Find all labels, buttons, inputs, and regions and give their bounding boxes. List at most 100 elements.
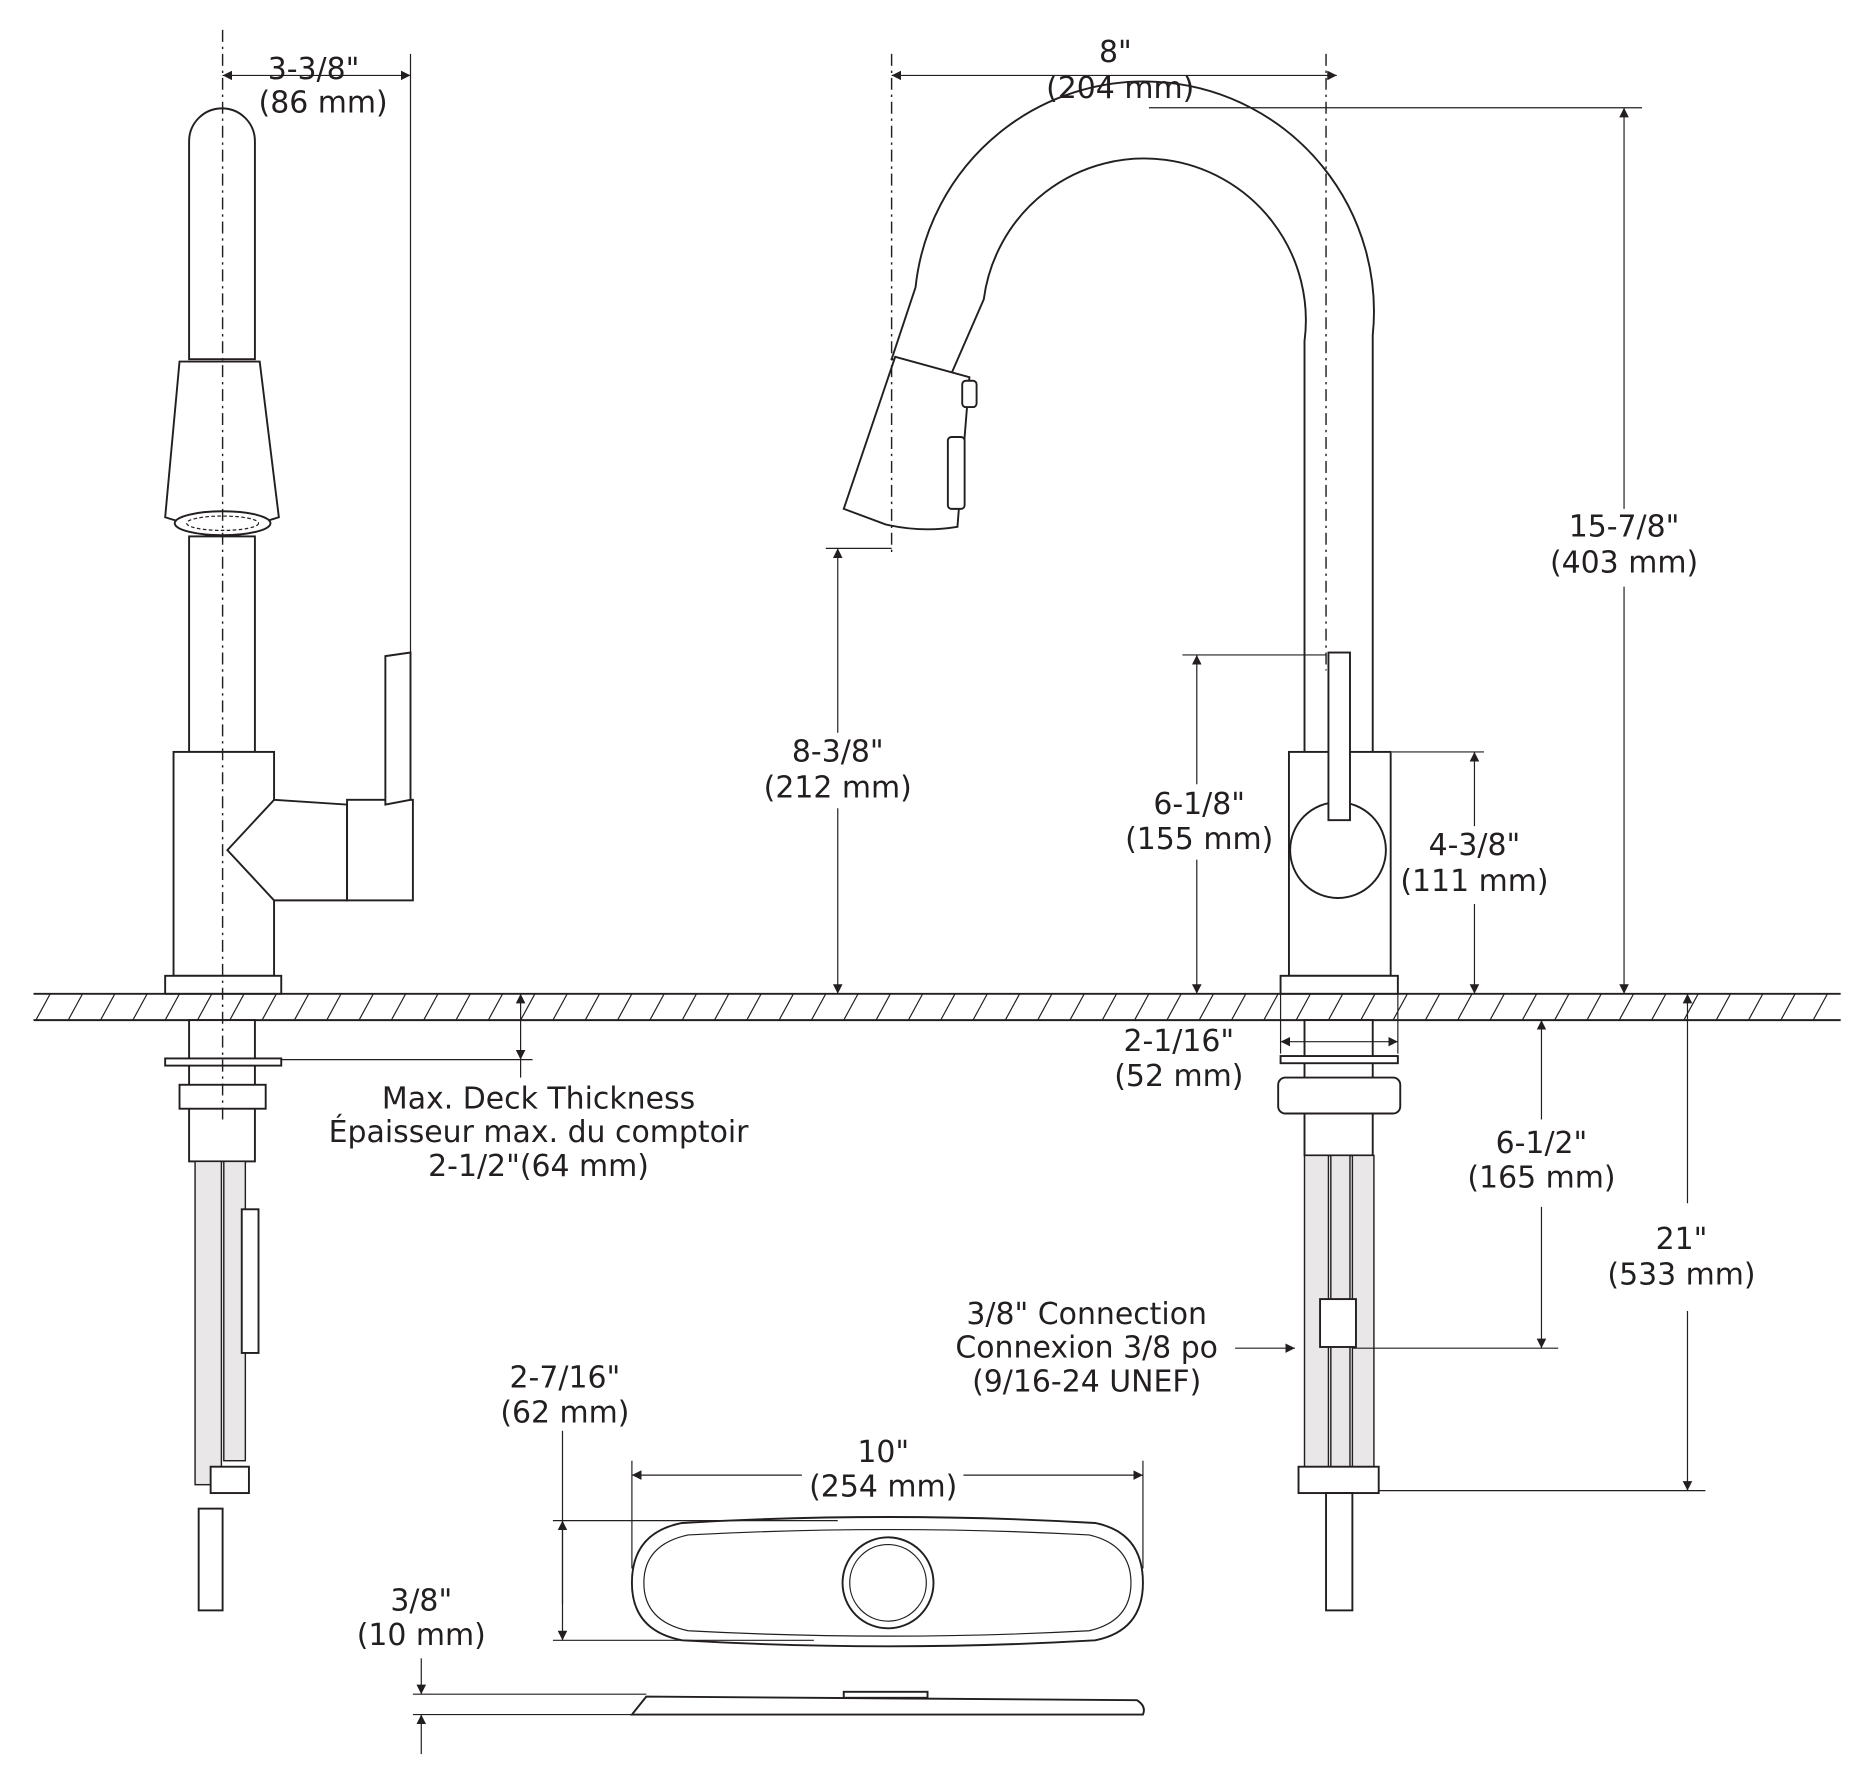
label-hose-length: 21"(533 mm)	[1607, 1222, 1755, 1293]
hatch-line	[940, 993, 956, 1021]
hatch-line	[196, 993, 213, 1021]
hatch-line	[423, 993, 439, 1021]
hatch-line	[810, 993, 827, 1021]
body-height-in: 4-3/8"	[1429, 828, 1521, 863]
hatch-line	[326, 993, 342, 1021]
plate-width-mm: (62 mm)	[500, 1395, 629, 1430]
spout-clearance-mm: (212 mm)	[764, 770, 912, 805]
side-width-in: 3-3/8"	[268, 52, 360, 87]
plate-length-mm: (254 mm)	[809, 1470, 957, 1505]
hatch-line	[520, 993, 536, 1021]
side-view-faucet	[164, 107, 414, 1612]
connection-fitting	[1319, 1298, 1357, 1348]
label-handle-height: 6-1/8"(155 mm)	[1125, 787, 1273, 857]
hatch-line	[35, 993, 51, 1021]
hatch-line	[1166, 993, 1182, 1021]
deck-note-line2: Épaisseur max. du comptoir	[329, 1114, 750, 1150]
hatch-line	[1780, 993, 1796, 1021]
hatch-line	[1069, 993, 1085, 1021]
hose-length-mm: (533 mm)	[1607, 1258, 1755, 1293]
gooseneck-spout	[890, 80, 1375, 753]
deck-plate-side	[629, 1695, 1145, 1716]
hatch-line	[907, 993, 924, 1021]
connection-note-line1: 3/8" Connection	[966, 1297, 1207, 1332]
hatch-line	[1295, 993, 1312, 1021]
label-base-diameter: 2-1/16"(52 mm)	[1114, 1024, 1243, 1094]
label-plate-thickness: 3/8"(10 mm)	[357, 1583, 486, 1653]
handle-block	[346, 798, 414, 902]
shank-length-in: 6-1/2"	[1496, 1126, 1588, 1161]
handle-lever	[384, 651, 412, 806]
hatch-line	[1489, 993, 1505, 1021]
base	[1279, 974, 1399, 995]
hatch-line	[455, 993, 471, 1021]
label-overall-height: 15-7/8"(403 mm)	[1550, 509, 1698, 580]
handle-height-in: 6-1/8"	[1153, 787, 1245, 822]
connection-note-line3: (9/16-24 UNEF)	[972, 1364, 1201, 1399]
label-plate-width: 2-7/16"(62 mm)	[500, 1361, 629, 1431]
overall-height-mm: (403 mm)	[1550, 545, 1698, 580]
hatch-line	[649, 993, 665, 1021]
connection-note-line2: Connexion 3/8 po	[955, 1331, 1218, 1366]
hatch-line	[1327, 993, 1344, 1021]
hatch-line	[617, 993, 633, 1021]
hatch-line	[1683, 993, 1699, 1021]
sprayhead	[842, 355, 971, 531]
base-diameter-mm: (52 mm)	[1114, 1059, 1243, 1094]
hatch-line	[1101, 993, 1118, 1021]
overall-height-in: 15-7/8"	[1569, 509, 1680, 544]
spout-clearance-in: 8-3/8"	[792, 734, 884, 769]
hatch-line	[843, 993, 859, 1021]
label-shank-length: 6-1/2"(165 mm)	[1467, 1126, 1615, 1196]
mounting-nut	[1277, 1076, 1402, 1115]
deck-note-line1: Max. Deck Thickness	[382, 1082, 695, 1117]
countertop	[33, 992, 1841, 1022]
lower-tube	[188, 535, 256, 753]
plate-length-in: 10"	[857, 1435, 909, 1470]
hose-nut	[1297, 1465, 1380, 1495]
label-side-width: 3-3/8"(86 mm)	[259, 52, 388, 121]
hatch-line	[1198, 993, 1215, 1021]
hose-length-in: 21"	[1656, 1222, 1708, 1257]
hatch-line	[1134, 993, 1150, 1021]
deck-note-line3: 2-1/2"(64 mm)	[428, 1149, 649, 1184]
hatch-line	[67, 993, 84, 1021]
hatch-line	[229, 993, 245, 1021]
hatch-line	[1263, 993, 1279, 1021]
hatch-line	[1392, 993, 1408, 1021]
hatch-line	[390, 993, 407, 1021]
hatch-line	[778, 993, 795, 1021]
hatch-line	[132, 993, 148, 1021]
hatch-line	[713, 993, 730, 1021]
hatch-line	[1812, 993, 1829, 1021]
hose-fitting	[197, 1507, 224, 1612]
spout-reach-in: 8"	[1099, 35, 1132, 70]
hatch-line	[261, 993, 277, 1021]
shank-length-mm: (165 mm)	[1467, 1161, 1615, 1196]
handle-height-mm: (155 mm)	[1125, 822, 1273, 857]
hatch-line	[487, 993, 504, 1021]
label-spout-reach: 8"(204 mm)	[1046, 35, 1194, 106]
hatch-line	[1747, 993, 1764, 1021]
hatch-line	[1424, 993, 1441, 1021]
hatch-line	[1004, 993, 1021, 1021]
dimension-lines	[222, 53, 1706, 1755]
hatch-line	[100, 993, 116, 1021]
label-plate-length: 10"(254 mm)	[809, 1435, 957, 1505]
hatch-line	[681, 993, 698, 1021]
label-body-height: 4-3/8"(111 mm)	[1400, 828, 1548, 899]
plate-width-in: 2-7/16"	[510, 1361, 621, 1396]
supply-hose	[194, 1160, 223, 1486]
hatch-line	[358, 993, 374, 1021]
hatch-line	[293, 993, 310, 1021]
hatch-line	[1457, 993, 1473, 1021]
side-width-mm: (86 mm)	[259, 86, 388, 121]
hatch-line	[1230, 993, 1247, 1021]
hatch-line	[1715, 993, 1732, 1021]
spout-tube	[188, 107, 256, 361]
spout-reach-mm: (204 mm)	[1046, 71, 1194, 106]
dimension-labels: 3-3/8"(86 mm) 8"(204 mm) 15-7/8"(403 mm)…	[259, 35, 1756, 1653]
